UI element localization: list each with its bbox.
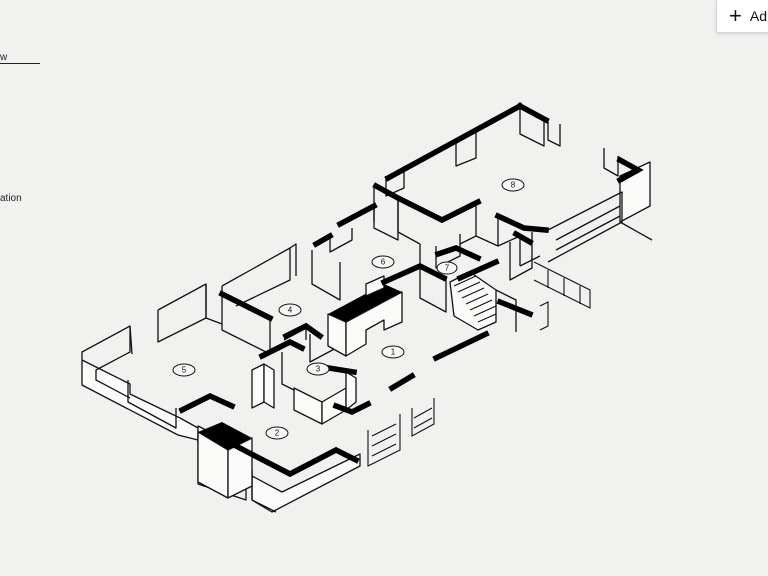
room-6-number: 6: [381, 258, 386, 267]
central-fireplace-block: [327, 275, 403, 357]
room-2-number: 2: [275, 429, 280, 438]
room-label-1[interactable]: 1: [381, 345, 405, 359]
porch-rails: [367, 261, 591, 467]
left-wing-parapet: [81, 325, 131, 399]
room-label-5[interactable]: 5: [172, 363, 196, 377]
main-stair: [449, 271, 517, 332]
plus-icon: +: [729, 3, 742, 28]
front-chimney-block: [197, 422, 253, 499]
central-fireplace-top: [328, 284, 402, 322]
room-label-7[interactable]: 7: [436, 261, 458, 275]
add-button[interactable]: + Ad: [716, 0, 768, 33]
room-label-2[interactable]: 2: [265, 426, 289, 440]
room-5-number: 5: [182, 366, 187, 375]
room-7-number: 7: [445, 264, 450, 273]
view-label-underline: [0, 63, 40, 64]
room-label-3[interactable]: 3: [306, 362, 330, 376]
room-3-number: 3: [316, 365, 321, 374]
room-8-number: 8: [511, 181, 516, 190]
room-label-8[interactable]: 8: [501, 178, 525, 192]
front-chimney-top: [198, 422, 252, 450]
room-label-6[interactable]: 6: [371, 255, 395, 269]
wall-tops: [178, 102, 644, 478]
room-label-4[interactable]: 4: [278, 303, 302, 317]
elevation-label[interactable]: ation: [0, 193, 22, 204]
left-wing-base: [81, 351, 199, 441]
room-1-number: 1: [391, 348, 396, 357]
add-button-label: Ad: [749, 8, 767, 24]
view-label[interactable]: w: [0, 52, 8, 63]
room-4-number: 4: [288, 306, 293, 315]
interior-walls: [221, 188, 541, 355]
